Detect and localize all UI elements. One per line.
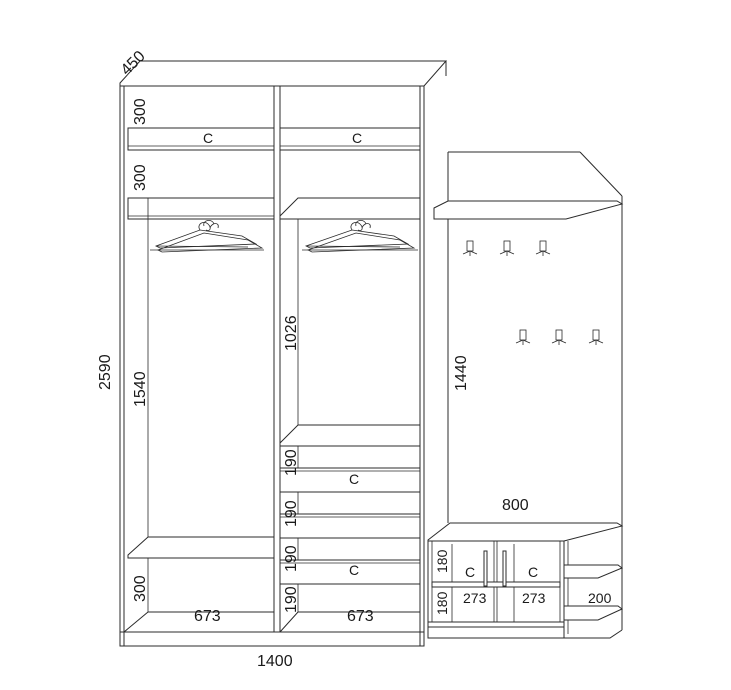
corner-base <box>564 629 623 639</box>
dim-left-top-shelf: 300 <box>132 98 149 125</box>
mid-shelf-2 <box>279 197 421 220</box>
wardrobe-frame <box>119 85 425 647</box>
mid-floor <box>278 611 421 633</box>
dim-left-hanging: 1540 <box>132 371 149 407</box>
drawer-1 <box>279 467 421 493</box>
hanger-left-icon <box>150 220 264 253</box>
dim-cab-left-width: 273 <box>463 590 487 606</box>
dim-left-bottom: 300 <box>132 575 149 602</box>
dim-hall-width: 800 <box>502 497 529 514</box>
dim-cab-right-width: 273 <box>522 590 546 606</box>
dim-left-second-shelf: 300 <box>132 164 149 191</box>
dim-total-width: 1400 <box>257 653 293 670</box>
corner-shelf-1 <box>563 564 623 579</box>
dim-cab-upper: 180 <box>434 549 450 573</box>
label-drawer-b: C <box>349 562 359 578</box>
dim-total-height: 2590 <box>97 354 114 390</box>
hall-unit <box>427 151 624 639</box>
left-column <box>122 127 275 633</box>
mid-shelf-1 <box>279 127 421 151</box>
handle-left-icon <box>483 550 488 587</box>
label-cab-left: C <box>465 564 475 580</box>
wardrobe-top <box>119 60 448 87</box>
label-left-shelf: C <box>203 130 213 146</box>
label-drawer-a: C <box>349 471 359 487</box>
hook-5-icon <box>551 329 567 345</box>
mid-shelf-3 <box>279 424 421 447</box>
dim-drawer-4: 190 <box>283 586 300 613</box>
dim-hall-height: 1440 <box>453 355 470 391</box>
hook-1-icon <box>462 240 478 256</box>
dim-drawer-2: 190 <box>283 500 300 527</box>
cabinet-top <box>427 522 624 542</box>
handle-right-icon <box>502 550 507 587</box>
dim-drawer-1: 190 <box>283 449 300 476</box>
dim-mid-width: 673 <box>347 608 374 625</box>
drawer-3 <box>279 559 421 585</box>
hall-top-shelf <box>433 200 624 220</box>
hook-2-icon <box>499 240 515 256</box>
cabinet-base <box>427 621 565 628</box>
cabinet-plinth <box>427 626 565 639</box>
dim-left-width: 673 <box>194 608 221 625</box>
cabinet-shelf <box>431 581 561 588</box>
hook-4-icon <box>515 329 531 345</box>
label-cab-right: C <box>528 564 538 580</box>
drawer-2 <box>279 513 421 539</box>
left-floor <box>122 611 275 633</box>
left-shelf-2 <box>127 197 275 220</box>
left-shelf-1 <box>127 127 275 151</box>
corner-shelf-2 <box>563 605 623 621</box>
dim-cab-lower: 180 <box>434 591 450 615</box>
hanger-right-icon <box>302 220 418 253</box>
dim-corner-width: 200 <box>588 590 612 606</box>
dim-drawer-3: 190 <box>283 545 300 572</box>
hook-6-icon <box>588 329 604 345</box>
label-mid-shelf: C <box>352 130 362 146</box>
dim-depth: 450 <box>118 48 149 79</box>
dim-mid-hanging: 1026 <box>283 315 300 351</box>
wardrobe-body <box>119 60 448 647</box>
left-shelf-3 <box>127 536 275 559</box>
middle-column <box>278 127 421 633</box>
hook-3-icon <box>535 240 551 256</box>
